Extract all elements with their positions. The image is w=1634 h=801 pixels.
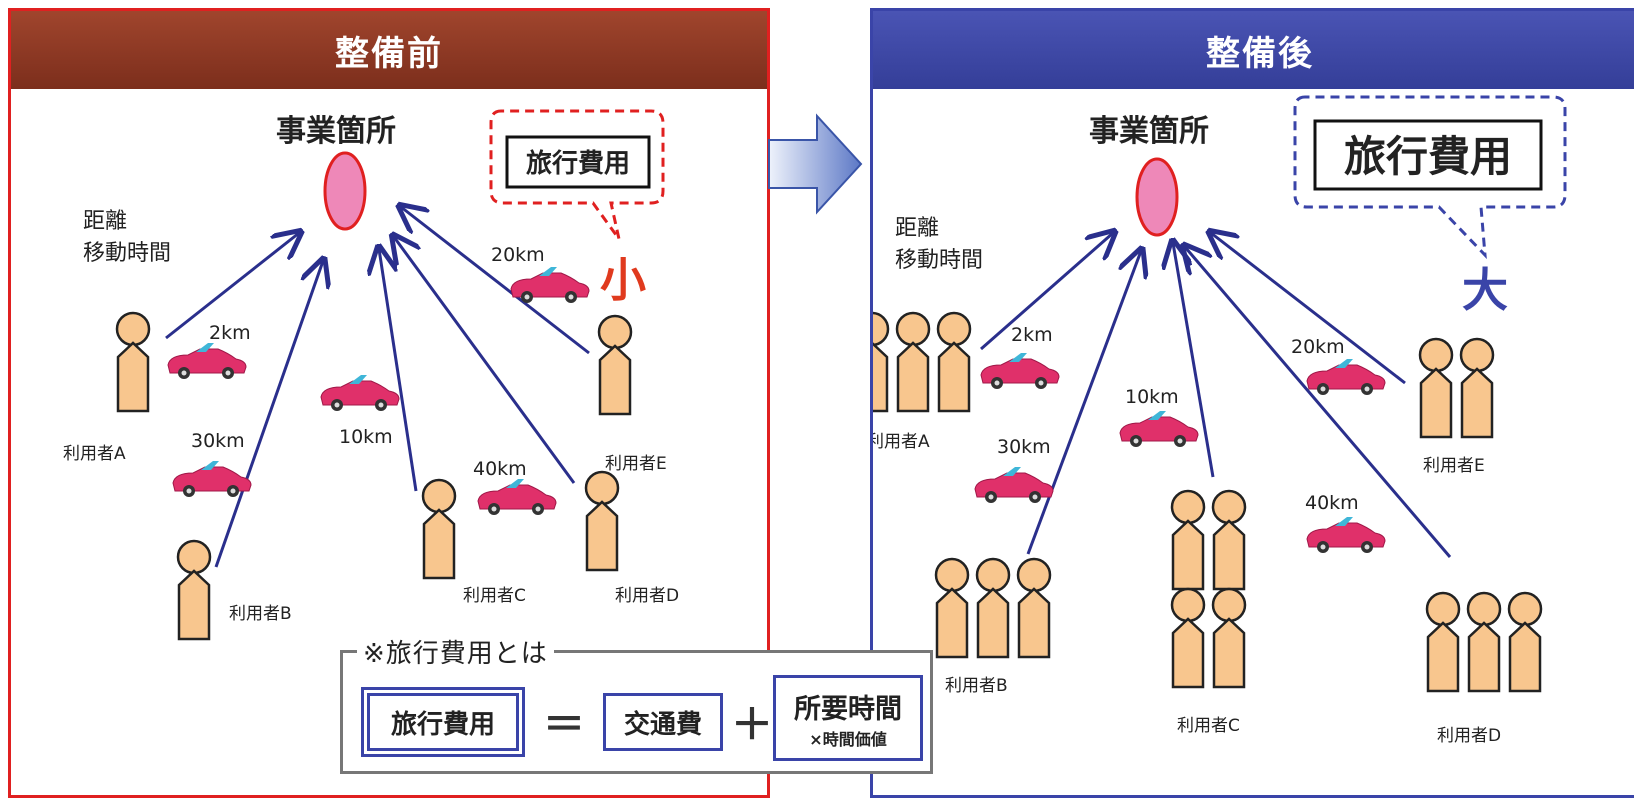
- before-diagram: 事業箇所 距離 移動時間 旅行費用 小: [63, 109, 679, 641]
- plus-sign: ＋: [731, 700, 774, 749]
- after-header: 整備後: [873, 11, 1634, 89]
- after-cost-label: 旅行費用: [1344, 132, 1512, 181]
- equals-sign: ＝: [543, 700, 586, 749]
- after-distance-e: 20km: [1291, 336, 1345, 358]
- after-arrow-e: [1211, 233, 1406, 385]
- after-group-b: [934, 557, 1052, 659]
- before-arrow-b: [214, 261, 323, 568]
- before-arrow-c: [379, 249, 418, 492]
- before-person-d: [584, 470, 620, 572]
- before-car-icons: [167, 267, 590, 515]
- after-arrow-b: [1026, 251, 1141, 555]
- car-icon: [980, 353, 1060, 389]
- formula-time-value: ×時間価値: [809, 729, 887, 749]
- after-cost-bubble: [1293, 95, 1567, 260]
- before-person-e: [597, 314, 633, 416]
- car-icon: [320, 375, 400, 411]
- after-arrow-a: [980, 233, 1113, 351]
- after-cost-box: [1313, 119, 1543, 191]
- after-group-e: [1418, 337, 1495, 439]
- after-arrow-d: [1185, 247, 1452, 558]
- after-group-d: [1425, 591, 1543, 693]
- formula-time-required: 所要時間: [794, 693, 902, 725]
- before-distance-label: 距離: [83, 209, 127, 234]
- before-arrow-a: [165, 233, 299, 340]
- panel-after: 整備後 事業箇所 距離 移動時間 旅行費用 大: [870, 8, 1634, 798]
- after-group-c: [1170, 489, 1247, 689]
- before-distance-c: 10km: [339, 426, 393, 448]
- car-icon: [1119, 411, 1199, 447]
- car-icon: [1306, 359, 1386, 395]
- car-icon: [167, 343, 247, 379]
- before-person-a: [115, 311, 151, 413]
- car-icon: [172, 461, 252, 497]
- formula-time-cost: 所要時間 ×時間価値: [773, 675, 923, 761]
- after-group-a: [873, 311, 972, 413]
- after-site-label: 事業箇所: [1089, 114, 1209, 149]
- after-distance-b: 30km: [997, 436, 1051, 458]
- before-distance-b: 30km: [191, 430, 245, 452]
- before-cost-box: [505, 135, 651, 189]
- car-icon: [974, 467, 1054, 503]
- car-icon: [477, 479, 557, 515]
- before-user-c: 利用者C: [463, 586, 526, 606]
- after-cost-level: 大: [1462, 263, 1508, 317]
- after-distance-label: 距離: [895, 216, 939, 241]
- travel-cost-definition: ※旅行費用とは 旅行費用 ＝ 交通費 ＋ 所要時間 ×時間価値: [340, 633, 933, 774]
- after-user-a: 利用者A: [873, 432, 930, 452]
- formula-transport-cost-label: 交通費: [623, 709, 702, 740]
- before-distance-d: 40km: [473, 458, 527, 480]
- before-person-c: [421, 478, 457, 580]
- car-icon: [510, 267, 590, 303]
- after-user-c: 利用者C: [1177, 716, 1240, 736]
- before-header: 整備前: [11, 11, 767, 89]
- formula-travel-cost: 旅行費用: [361, 687, 525, 757]
- after-arrow-c: [1173, 243, 1215, 478]
- definition-title: ※旅行費用とは: [357, 633, 554, 670]
- after-diagram: 事業箇所 距離 移動時間 旅行費用 大: [873, 95, 1567, 746]
- after-user-b: 利用者B: [945, 676, 1008, 696]
- before-cost-bubble: [489, 109, 665, 240]
- before-cost-level: 小: [600, 253, 646, 307]
- before-user-a: 利用者A: [63, 444, 126, 464]
- before-user-b: 利用者B: [229, 604, 292, 624]
- before-arrow-e: [401, 207, 590, 355]
- before-time-label: 移動時間: [83, 241, 171, 266]
- after-user-d: 利用者D: [1437, 726, 1501, 746]
- before-distance-a: 2km: [209, 322, 251, 344]
- after-distance-d: 40km: [1305, 492, 1359, 514]
- before-distance-e: 20km: [491, 244, 545, 266]
- transition-arrow-icon: [768, 113, 863, 215]
- after-distance-a: 2km: [1011, 324, 1053, 346]
- after-distance-c: 10km: [1125, 386, 1179, 408]
- formula-transport-cost: 交通費: [603, 693, 723, 751]
- formula-travel-cost-label: 旅行費用: [390, 709, 495, 740]
- before-user-e: 利用者E: [605, 454, 667, 474]
- before-arrow-d: [394, 237, 576, 484]
- before-user-d: 利用者D: [615, 586, 679, 606]
- before-site-marker: [323, 151, 367, 231]
- car-icon: [1306, 517, 1386, 553]
- after-site-marker: [1135, 157, 1179, 237]
- after-car-icons: [974, 353, 1386, 553]
- before-person-b: [176, 539, 212, 641]
- before-cost-label: 旅行費用: [526, 148, 630, 179]
- after-time-label: 移動時間: [895, 248, 983, 273]
- after-user-e: 利用者E: [1423, 456, 1485, 476]
- before-site-label: 事業箇所: [276, 114, 396, 149]
